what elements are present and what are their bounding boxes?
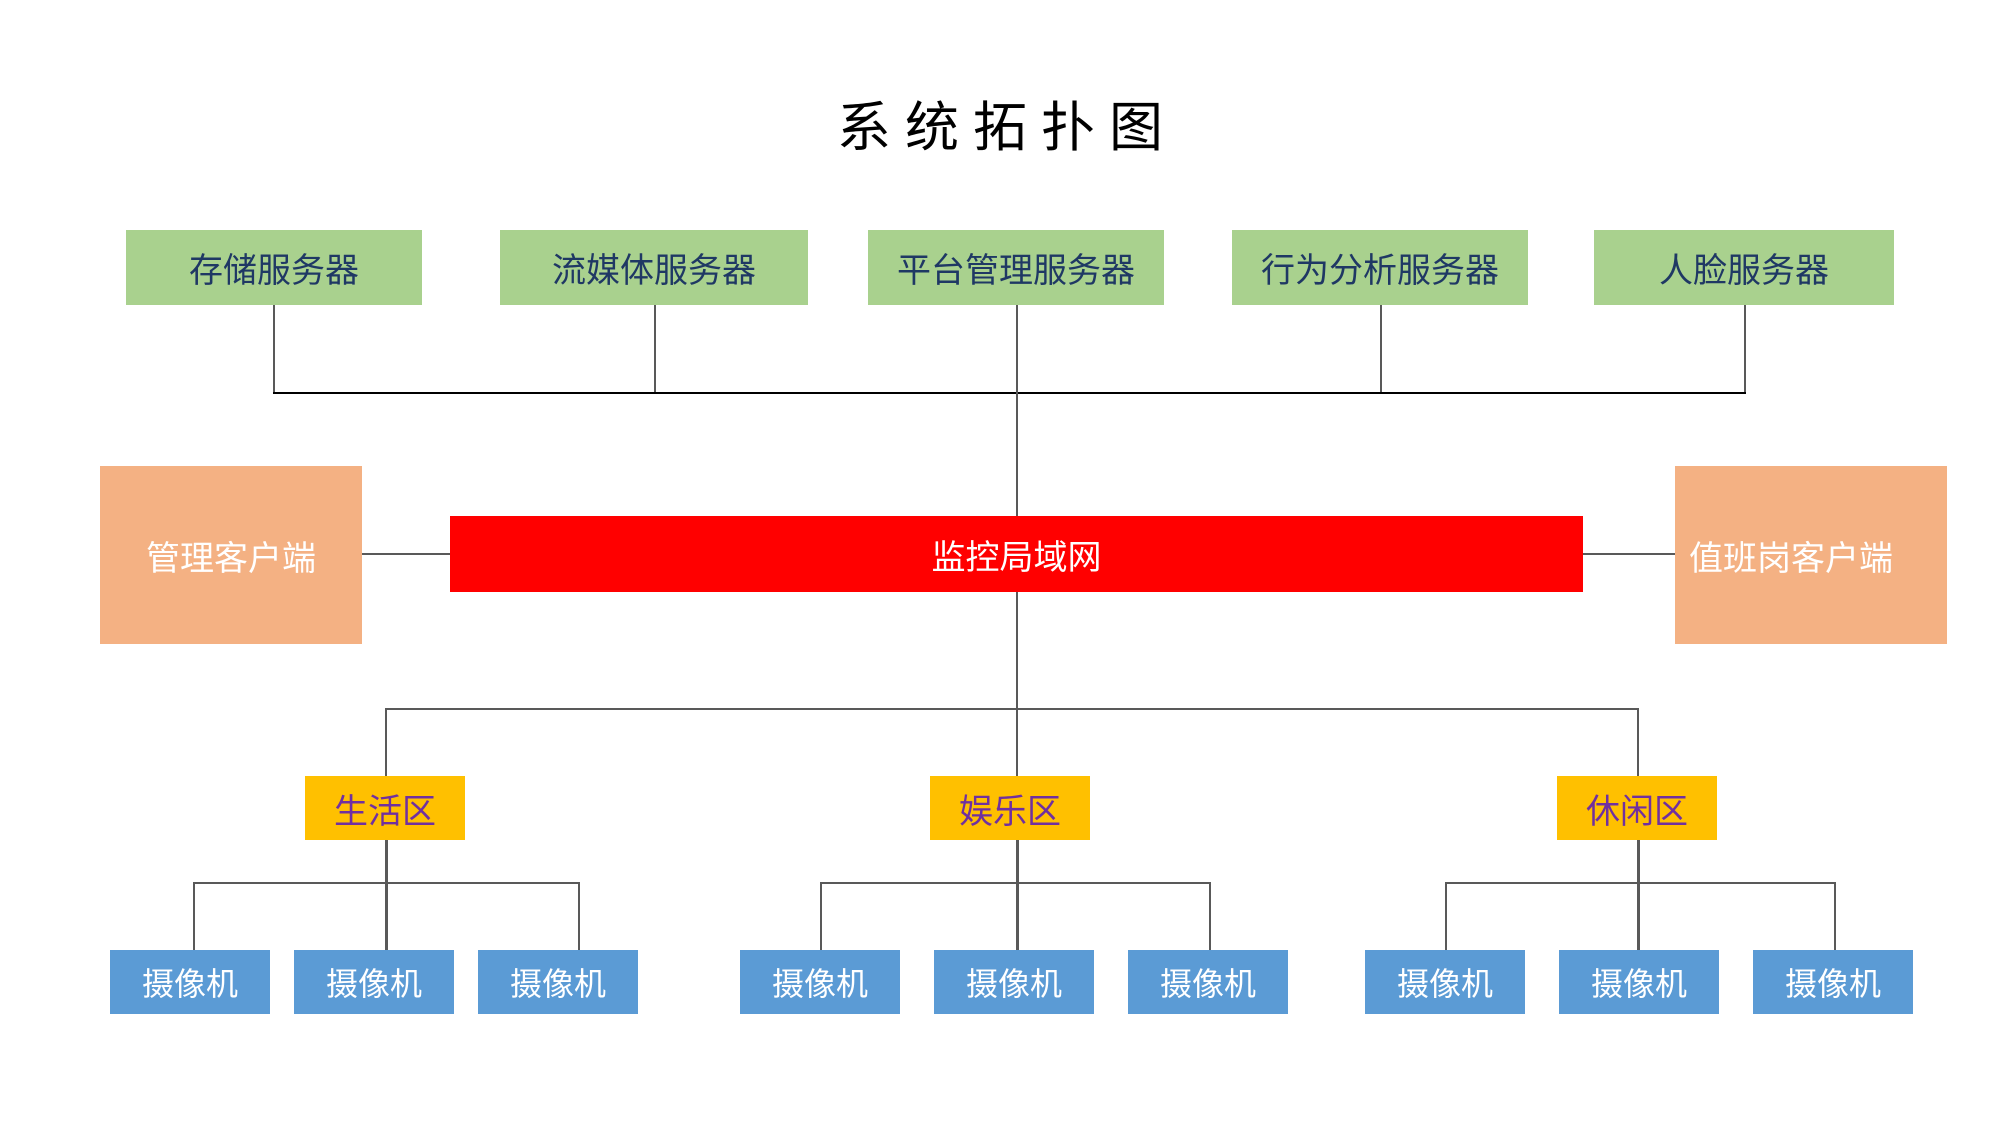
node-camera-entertainment-3[interactable]: 摄像机 [1128, 950, 1288, 1014]
node-label: 摄像机 [1396, 965, 1493, 1003]
node-label: 监控局域网 [931, 537, 1102, 578]
connector-camera-bar-entertainment [820, 882, 1210, 884]
node-server-streaming[interactable]: 流媒体服务器 [500, 230, 808, 305]
connector-camera-drop-living-3 [578, 882, 580, 950]
connector-camera-bar-leisure [1445, 882, 1835, 884]
node-client-duty-post[interactable]: 值班岗客户端 [1675, 466, 1947, 644]
connector-camera-drop-entertainment-3 [1209, 882, 1211, 950]
node-camera-leisure-2[interactable]: 摄像机 [1559, 950, 1719, 1014]
node-label: 生活区 [334, 791, 436, 832]
connector-server-platform-drop [1016, 305, 1018, 393]
node-label: 平台管理服务器 [897, 251, 1135, 291]
connector-zone-entertainment-drop [1016, 708, 1018, 776]
node-monitoring-lan[interactable]: 监控局域网 [450, 516, 1583, 592]
connector-leisure-to-cameras [1637, 840, 1640, 950]
node-label: 流媒体服务器 [552, 251, 756, 291]
node-zone-entertainment[interactable]: 娱乐区 [930, 776, 1090, 840]
node-camera-entertainment-2[interactable]: 摄像机 [934, 950, 1094, 1014]
node-server-platform-management[interactable]: 平台管理服务器 [868, 230, 1164, 305]
node-label: 管理客户端 [146, 538, 316, 579]
connector-camera-drop-living-1 [193, 882, 195, 950]
connector-entertainment-to-cameras [1016, 840, 1019, 950]
connector-server-bus [273, 392, 1746, 394]
connector-server-behavior-drop [1380, 305, 1382, 393]
connector-lan-to-duty-client [1583, 553, 1675, 555]
connector-living-to-cameras [385, 840, 388, 950]
node-camera-living-2[interactable]: 摄像机 [294, 950, 454, 1014]
node-label: 摄像机 [325, 965, 422, 1003]
node-camera-living-3[interactable]: 摄像机 [478, 950, 638, 1014]
node-label: 摄像机 [965, 965, 1062, 1003]
node-label: 摄像机 [1159, 965, 1256, 1003]
node-camera-leisure-1[interactable]: 摄像机 [1365, 950, 1525, 1014]
node-label: 人脸服务器 [1659, 251, 1829, 291]
node-zone-leisure[interactable]: 休闲区 [1557, 776, 1717, 840]
node-label: 存储服务器 [189, 251, 359, 291]
node-label: 值班岗客户端 [1689, 538, 1893, 579]
connector-zone-leisure-drop [1637, 708, 1639, 776]
connector-server-storage-drop [273, 305, 275, 393]
node-client-management[interactable]: 管理客户端 [100, 466, 362, 644]
node-label: 摄像机 [771, 965, 868, 1003]
node-zone-living[interactable]: 生活区 [305, 776, 465, 840]
connector-server-face-drop [1744, 305, 1746, 393]
node-server-behavior-analysis[interactable]: 行为分析服务器 [1232, 230, 1528, 305]
connector-camera-drop-leisure-3 [1834, 882, 1836, 950]
connector-camera-drop-leisure-1 [1445, 882, 1447, 950]
node-label: 摄像机 [1784, 965, 1881, 1003]
node-label: 摄像机 [509, 965, 606, 1003]
node-server-face-recognition[interactable]: 人脸服务器 [1594, 230, 1894, 305]
connector-camera-drop-entertainment-1 [820, 882, 822, 950]
page-title: 系统拓扑图 [837, 96, 1177, 159]
connector-server-streaming-drop [654, 305, 656, 393]
node-camera-leisure-3[interactable]: 摄像机 [1753, 950, 1913, 1014]
node-label: 摄像机 [1590, 965, 1687, 1003]
connector-camera-bar-living [193, 882, 579, 884]
connector-zone-bus [385, 708, 1639, 710]
connector-zone-living-drop [385, 708, 387, 776]
node-label: 休闲区 [1586, 791, 1688, 832]
node-label: 娱乐区 [959, 791, 1061, 832]
node-camera-entertainment-1[interactable]: 摄像机 [740, 950, 900, 1014]
connector-management-client-to-lan [362, 553, 450, 555]
node-camera-living-1[interactable]: 摄像机 [110, 950, 270, 1014]
node-label: 摄像机 [141, 965, 238, 1003]
node-label: 行为分析服务器 [1261, 251, 1499, 291]
node-server-storage[interactable]: 存储服务器 [126, 230, 422, 305]
